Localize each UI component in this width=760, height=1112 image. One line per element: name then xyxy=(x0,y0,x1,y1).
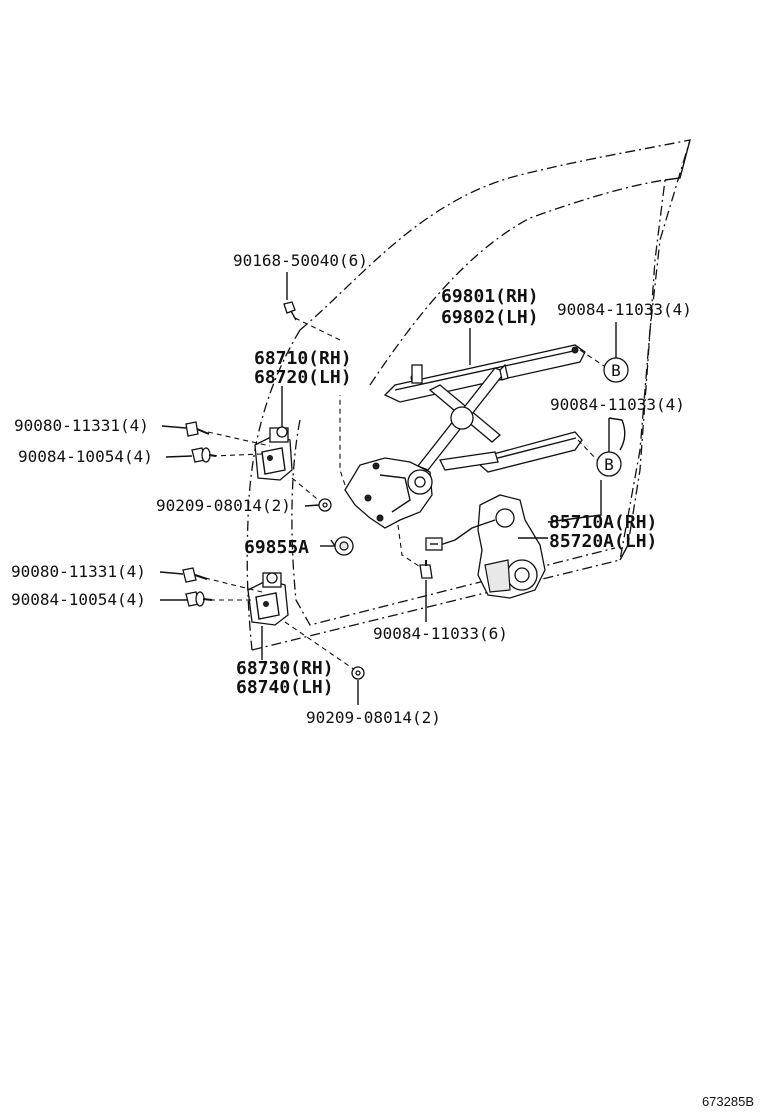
label-regulator-rh: 69801(RH) xyxy=(441,286,539,307)
regulator-motor xyxy=(425,494,546,599)
lower-hinge xyxy=(204,572,356,671)
label-bolt-lower-2: 90084-10054(4) xyxy=(11,590,146,609)
label-motor-rh: 85710A(RH) xyxy=(549,512,657,533)
label-bolt-upper-2: 90084-10054(4) xyxy=(18,447,153,466)
fasteners xyxy=(182,301,433,680)
bolt-washer-icon xyxy=(191,447,217,463)
bolt-top-icon xyxy=(283,301,297,321)
label-motor-lh: 85720A(LH) xyxy=(549,531,657,552)
bolt-washer-icon xyxy=(185,591,213,607)
label-bolt-top: 90168-50040(6) xyxy=(233,251,368,270)
label-bolt-b-lower: 90084-11033(4) xyxy=(550,395,685,414)
label-clip: 69855A xyxy=(244,537,309,558)
reference-b-lower: B xyxy=(577,417,626,477)
label-nut-upper: 90209-08014(2) xyxy=(156,496,291,515)
label-hinge-upper-lh: 68720(LH) xyxy=(254,367,352,388)
bolt-icon xyxy=(182,567,208,583)
window-regulator xyxy=(339,344,586,571)
nut-icon xyxy=(318,498,332,512)
label-bolt-upper-1: 90080-11331(4) xyxy=(14,416,149,435)
label-bolt-lower-1: 90080-11331(4) xyxy=(11,562,146,581)
reference-b-upper: B xyxy=(579,322,629,383)
upper-hinge xyxy=(207,426,323,504)
door-outline xyxy=(246,139,691,651)
label-nut-lower: 90209-08014(2) xyxy=(306,708,441,727)
figure-id: 673285B xyxy=(702,1094,754,1109)
bolt-mid-icon xyxy=(419,560,433,579)
bolt-icon xyxy=(185,421,210,437)
ref-b-label: B xyxy=(611,361,621,380)
label-regulator-lh: 69802(LH) xyxy=(441,307,539,328)
label-hinge-lower-lh: 68740(LH) xyxy=(236,677,334,698)
label-bolt-b-upper: 90084-11033(4) xyxy=(557,300,692,319)
label-hinge-upper-rh: 68710(RH) xyxy=(254,348,352,369)
part-labels: 90168-50040(6) 69801(RH) 69802(LH) 90084… xyxy=(11,251,754,1109)
ref-b-label: B xyxy=(604,455,614,474)
leader-lines xyxy=(159,272,602,705)
label-hinge-lower-rh: 68730(RH) xyxy=(236,658,334,679)
clip-icon xyxy=(330,536,354,556)
nut-icon xyxy=(351,666,365,680)
label-bolt-mid: 90084-11033(6) xyxy=(373,624,508,643)
